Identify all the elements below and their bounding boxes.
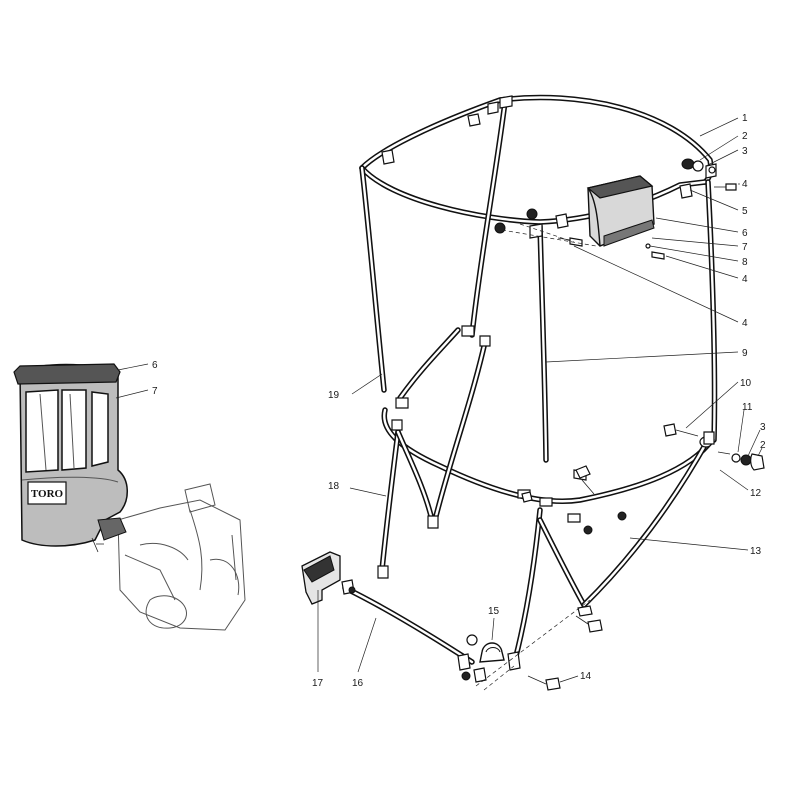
cab-frame-assembly	[342, 94, 718, 665]
callout-3-low: 3	[760, 422, 766, 433]
callout-1: 1	[742, 113, 748, 124]
callout-15: 15	[488, 606, 500, 617]
machine-sketch	[117, 483, 246, 631]
inset-callout-7: 7	[152, 386, 158, 397]
callout-6: 6	[742, 228, 748, 239]
roof-pad	[586, 175, 655, 247]
leader-lines	[317, 117, 763, 683]
callout-10: 10	[740, 378, 752, 389]
brand-badge	[27, 481, 67, 505]
callout-17: 17	[312, 678, 324, 689]
callout-4-mid: 4	[742, 274, 748, 285]
callout-7: 7	[742, 242, 748, 253]
callout-2-low: 2	[760, 440, 766, 451]
callout-18: 18	[328, 481, 340, 492]
callout-19: 19	[328, 390, 340, 401]
brand-logo: TORO	[31, 488, 64, 500]
top-hoop	[359, 94, 714, 225]
callout-12: 12	[750, 488, 762, 499]
callout-16: 16	[352, 678, 364, 689]
inset-machine-illustration: TORO	[13, 363, 246, 631]
callout-4-low: 4	[742, 318, 748, 329]
callout-11: 11	[742, 402, 753, 413]
callout-8: 8	[742, 257, 748, 268]
callout-3: 3	[742, 146, 748, 157]
callout-2: 2	[742, 131, 748, 142]
callout-5: 5	[742, 206, 748, 217]
hardware-parts	[301, 95, 765, 691]
bracket-17	[301, 551, 341, 605]
callout-9: 9	[742, 348, 748, 359]
callout-14: 14	[580, 671, 592, 682]
cab-cover: TORO	[13, 363, 128, 553]
callout-13: 13	[750, 546, 762, 557]
clamp-15	[479, 642, 505, 663]
inset-callout-6: 6	[152, 360, 158, 371]
callout-labels: 1 2 3 4 5 6 7 8 4 4 9 10 11 3 2 12 13 14…	[152, 113, 766, 689]
callout-4-top: 4	[742, 179, 748, 190]
